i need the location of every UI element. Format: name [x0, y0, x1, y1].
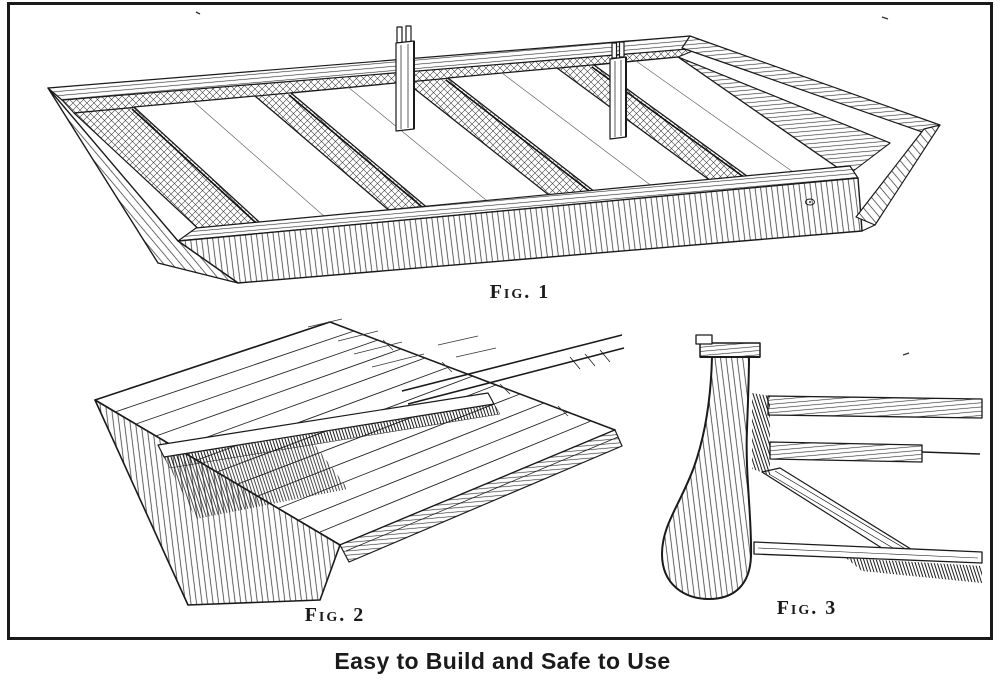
oarlock-posts: [395, 25, 627, 140]
bow-end: [47, 87, 239, 284]
figure-2-label: Fig. 2: [304, 604, 366, 626]
fig2-hull-bottom-illustration: [94, 318, 625, 606]
stray-marks: [195, 11, 910, 356]
illustration-frame: Fig. 1 Fig. 2 Fig. 3: [7, 2, 993, 640]
boat-plans-illustration: [47, 11, 983, 606]
paddle-cap: [699, 342, 761, 358]
fig1-boat-illustration: [47, 25, 941, 284]
caption-text: Easy to Build and Safe to Use: [334, 648, 671, 674]
stern-end: [855, 124, 941, 226]
paddle: [661, 356, 753, 600]
gunwale-plank: [767, 395, 983, 419]
fig3-paddle-mount-illustration: [661, 334, 983, 600]
figure-1-label: Fig. 1: [489, 281, 551, 303]
figure-3-label: Fig. 3: [776, 597, 838, 619]
